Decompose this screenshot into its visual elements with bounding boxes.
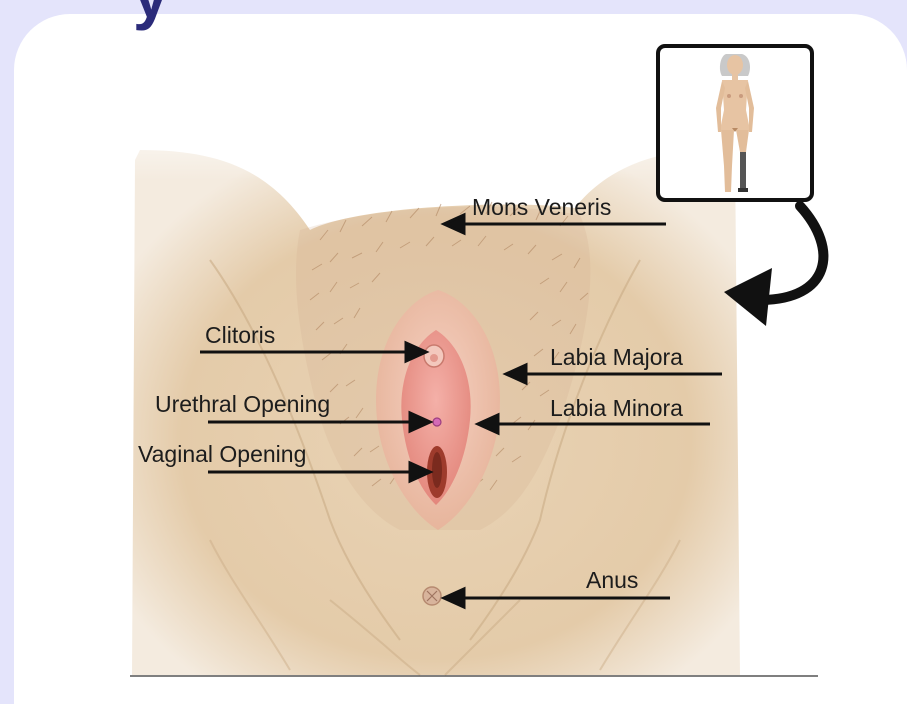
label-anus: Anus	[586, 569, 638, 592]
curved-arrow-icon	[724, 206, 823, 326]
label-labia-minora: Labia Minora	[550, 397, 683, 420]
label-vaginal-opening: Vaginal Opening	[138, 443, 306, 466]
label-urethral-opening: Urethral Opening	[155, 393, 330, 416]
label-clitoris: Clitoris	[205, 324, 275, 347]
label-mons-veneris: Mons Veneris	[472, 196, 611, 219]
inset-frame	[656, 44, 814, 202]
urethral-opening-dot	[433, 418, 441, 426]
label-labia-majora: Labia Majora	[550, 346, 683, 369]
full-body-figure-icon	[660, 48, 810, 198]
